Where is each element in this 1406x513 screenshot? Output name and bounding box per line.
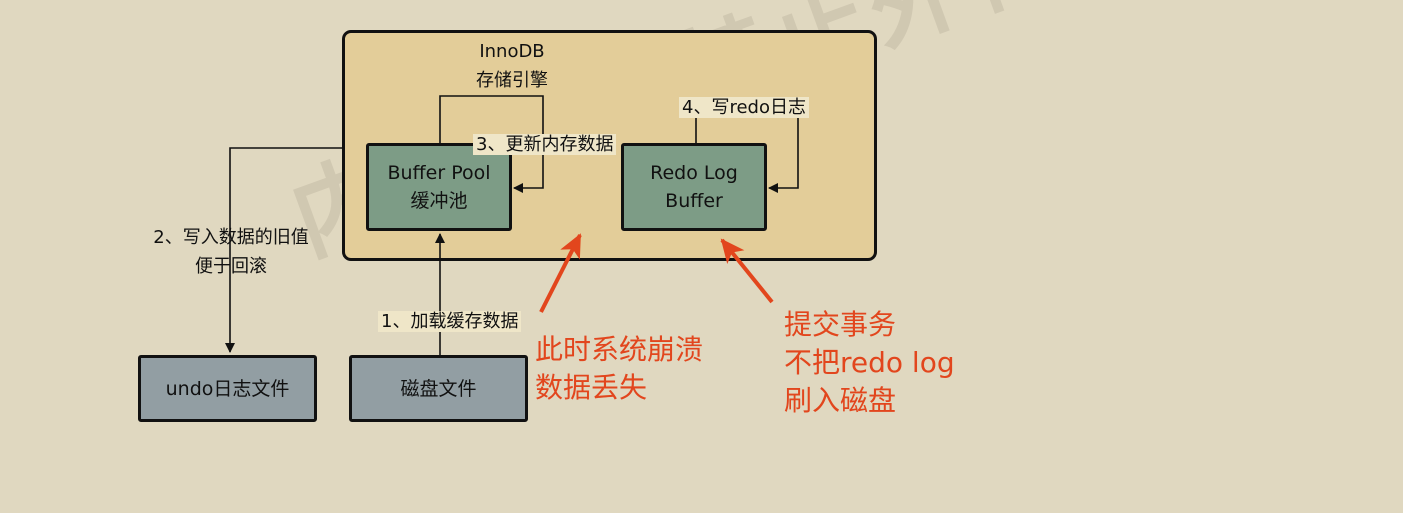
commit-annotation-line2: 不把redo log <box>784 346 955 379</box>
crash-annotation-line2: 数据丢失 <box>535 371 648 404</box>
engine-title: InnoDB 存储引擎 <box>462 37 562 95</box>
step3-text: 3、更新内存数据 <box>473 134 617 155</box>
crash-arrow <box>539 233 582 313</box>
undo-log-file-box: undo日志文件 <box>138 355 317 422</box>
commit-arrow <box>720 238 774 304</box>
step3-label: 3、更新内存数据 <box>473 130 617 159</box>
step4-text: 4、写redo日志 <box>679 97 809 118</box>
page-edge <box>1403 0 1406 513</box>
commit-annotation-line1: 提交事务 <box>784 308 897 341</box>
commit-annotation-line3: 刷入磁盘 <box>784 384 897 417</box>
step4-label: 4、写redo日志 <box>679 93 809 122</box>
engine-title-line2: 存储引擎 <box>476 70 548 91</box>
engine-title-line1: InnoDB <box>479 41 545 62</box>
undo-log-file-label: undo日志文件 <box>165 377 290 400</box>
disk-file-label: 磁盘文件 <box>400 377 477 400</box>
redo-log-buffer-label: Redo Log <box>650 162 738 184</box>
arrow-step2 <box>225 147 343 353</box>
buffer-pool-sublabel: 缓冲池 <box>410 190 468 212</box>
step2-label: 2、写入数据的旧值 便于回滚 <box>152 223 310 281</box>
step2-line2: 便于回滚 <box>195 256 267 277</box>
buffer-pool-box: Buffer Pool 缓冲池 <box>366 143 512 231</box>
crash-annotation: 此时系统崩溃 数据丢失 <box>535 331 703 407</box>
step2-line1: 2、写入数据的旧值 <box>153 227 309 248</box>
disk-file-box: 磁盘文件 <box>349 355 528 422</box>
commit-annotation: 提交事务 不把redo log 刷入磁盘 <box>784 306 955 420</box>
arrow-step3 <box>439 95 544 193</box>
redo-log-buffer-sublabel: Buffer <box>665 190 723 212</box>
redo-log-buffer-box: Redo Log Buffer <box>621 143 767 231</box>
step1-label: 1、加载缓存数据 <box>378 307 522 336</box>
buffer-pool-label: Buffer Pool <box>387 162 491 184</box>
step1-text: 1、加载缓存数据 <box>378 311 522 332</box>
crash-annotation-line1: 此时系统崩溃 <box>535 333 704 366</box>
